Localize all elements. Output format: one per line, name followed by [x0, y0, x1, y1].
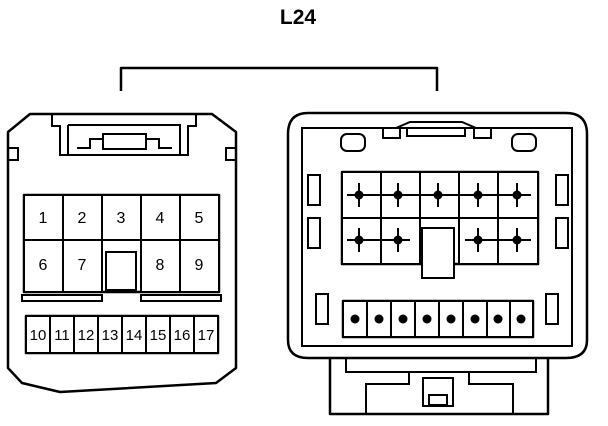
pin-cell-12	[73, 315, 99, 354]
male-housing-outline	[286, 111, 589, 360]
pin-number: 14	[126, 327, 143, 344]
middle-pin-row: 6 7 8 9	[23, 239, 220, 293]
pin-number: 9	[195, 257, 204, 274]
latch-step-left	[77, 138, 103, 149]
mount-hole-left	[340, 133, 366, 152]
left-notch	[8, 147, 19, 161]
terminal-dot	[493, 314, 503, 324]
terminal-dot	[512, 235, 522, 245]
pin-cell-5	[179, 194, 220, 241]
female-latch	[51, 113, 197, 156]
upper-terminal-grid	[341, 171, 539, 279]
pin-cell-17	[193, 315, 219, 354]
pin-number: 7	[78, 257, 87, 274]
terminal-dot	[512, 190, 522, 200]
pin-cell-14	[121, 315, 147, 354]
mount-hole-right	[511, 133, 537, 152]
side-slot	[307, 217, 321, 249]
bottom-lock-slot	[428, 394, 448, 406]
male-bottom-skirt	[328, 358, 550, 416]
upper-pin-row: 1 2 3 4 5	[23, 194, 220, 241]
terminal-dot	[433, 190, 443, 200]
terminal-dot	[393, 235, 403, 245]
pin-number: 17	[198, 327, 215, 344]
pin-cell-15	[145, 315, 171, 354]
skirt-step	[365, 372, 514, 414]
connector-id-label: L24	[280, 6, 317, 29]
terminal-dot	[398, 314, 408, 324]
pin-number: 6	[39, 257, 48, 274]
pin-number: 8	[156, 257, 165, 274]
pin-cell-16	[169, 315, 195, 354]
pin-cell-9	[179, 239, 220, 293]
pin-number: 2	[78, 210, 87, 227]
latch-tab	[102, 133, 147, 150]
terminal-dot	[393, 190, 403, 200]
pin-number: 5	[195, 210, 204, 227]
terminal-dot	[473, 235, 483, 245]
terminal-dot	[354, 235, 364, 245]
pin-cell-7	[62, 239, 103, 293]
side-slot	[315, 293, 329, 325]
male-inner-outline	[301, 127, 573, 347]
terminal-dot	[422, 314, 432, 324]
pin-number: 11	[54, 327, 70, 344]
pin-cell-8	[140, 239, 181, 293]
terminal-dot	[516, 314, 526, 324]
side-slot	[555, 174, 569, 206]
view-bracket	[119, 66, 439, 91]
pin-number: 4	[156, 210, 165, 227]
terminal-dot	[446, 314, 456, 324]
pin-cell-13	[97, 315, 123, 354]
latch-step-right	[146, 138, 172, 149]
polarizing-key	[105, 251, 137, 291]
pin-cell-10	[25, 315, 51, 354]
male-latch-hook	[395, 121, 477, 129]
terminal-dot	[350, 314, 360, 324]
female-connector-view: 1 2 3 4 5 6 7 8 9	[6, 112, 238, 394]
pin-number: 16	[174, 327, 191, 344]
right-notch	[225, 147, 236, 161]
lower-pin-row: 10 11 12 13 14 15 16 17	[24, 314, 220, 355]
pin-number: 13	[102, 327, 119, 344]
female-housing-outline	[6, 112, 238, 394]
pin-number: 3	[117, 210, 126, 227]
pin-number: 10	[30, 327, 47, 344]
skirt-inner	[345, 358, 537, 373]
terminal-wires-row-2	[347, 228, 531, 252]
pin-number: 15	[150, 327, 167, 344]
lower-terminal-strip	[341, 299, 535, 339]
separator-bar-left	[21, 294, 103, 302]
terminal-wires-row-1	[347, 183, 531, 207]
terminal-dot	[374, 314, 384, 324]
side-slot	[545, 293, 559, 325]
separator-bar-right	[140, 294, 222, 302]
terminal-key	[421, 227, 455, 279]
side-slot	[307, 174, 321, 206]
pin-number: 12	[78, 327, 95, 344]
terminal-dot	[354, 190, 364, 200]
pin-number: 1	[39, 210, 48, 227]
male-latch	[382, 128, 492, 139]
terminal-dot	[470, 314, 480, 324]
male-latch-tab	[406, 127, 466, 137]
pin-cell-1	[23, 194, 64, 241]
side-slot	[555, 217, 569, 249]
latch-inner	[68, 124, 181, 155]
terminal-dot	[473, 190, 483, 200]
male-connector-view	[286, 111, 589, 416]
